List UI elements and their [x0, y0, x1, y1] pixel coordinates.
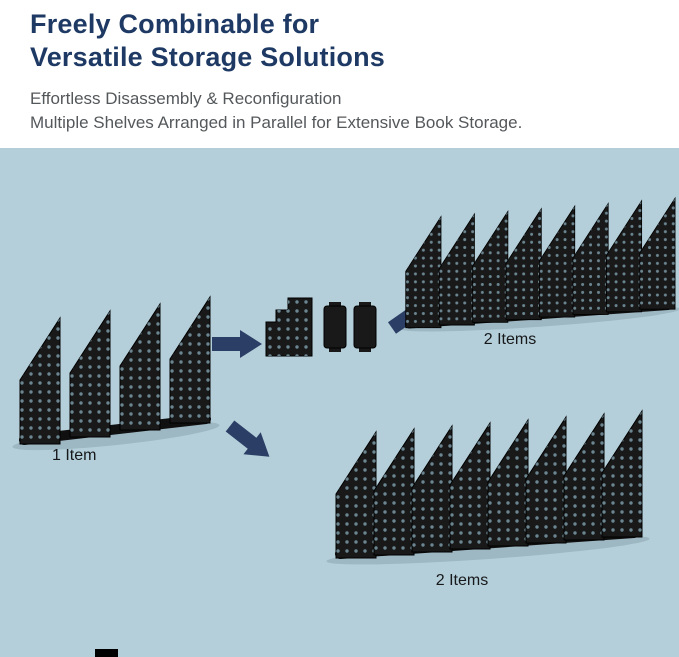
- magazine-rack-single: [12, 296, 220, 451]
- subtitle-line-1: Effortless Disassembly & Reconfiguration: [30, 89, 342, 108]
- header: Freely Combinable for Versatile Storage …: [0, 0, 679, 135]
- magazine-rack-group-top: [399, 197, 679, 332]
- product-diagram: 1 Item 2 Items 2 Items: [0, 148, 679, 657]
- arrow-down-right-icon: [221, 414, 279, 468]
- page-title: Freely Combinable for Versatile Storage …: [30, 8, 651, 74]
- connector-clip: [323, 302, 347, 352]
- connector-parts: [265, 297, 377, 357]
- arrow-right-icon: [212, 330, 262, 358]
- magazine-rack-group-bottom: [326, 410, 650, 565]
- subtitle-line-2: Multiple Shelves Arranged in Parallel fo…: [30, 113, 523, 132]
- title-line-2: Versatile Storage Solutions: [30, 42, 386, 72]
- label-top-group: 2 Items: [483, 331, 537, 348]
- label-single-unit: 1 Item: [52, 447, 97, 464]
- label-bottom-group: 2 Items: [435, 572, 489, 589]
- title-line-1: Freely Combinable for: [30, 9, 320, 39]
- diagram-canvas: [12, 197, 679, 565]
- connector-corner-piece: [265, 297, 313, 357]
- image-crop-artifact: [95, 649, 118, 657]
- connector-clip: [353, 302, 377, 352]
